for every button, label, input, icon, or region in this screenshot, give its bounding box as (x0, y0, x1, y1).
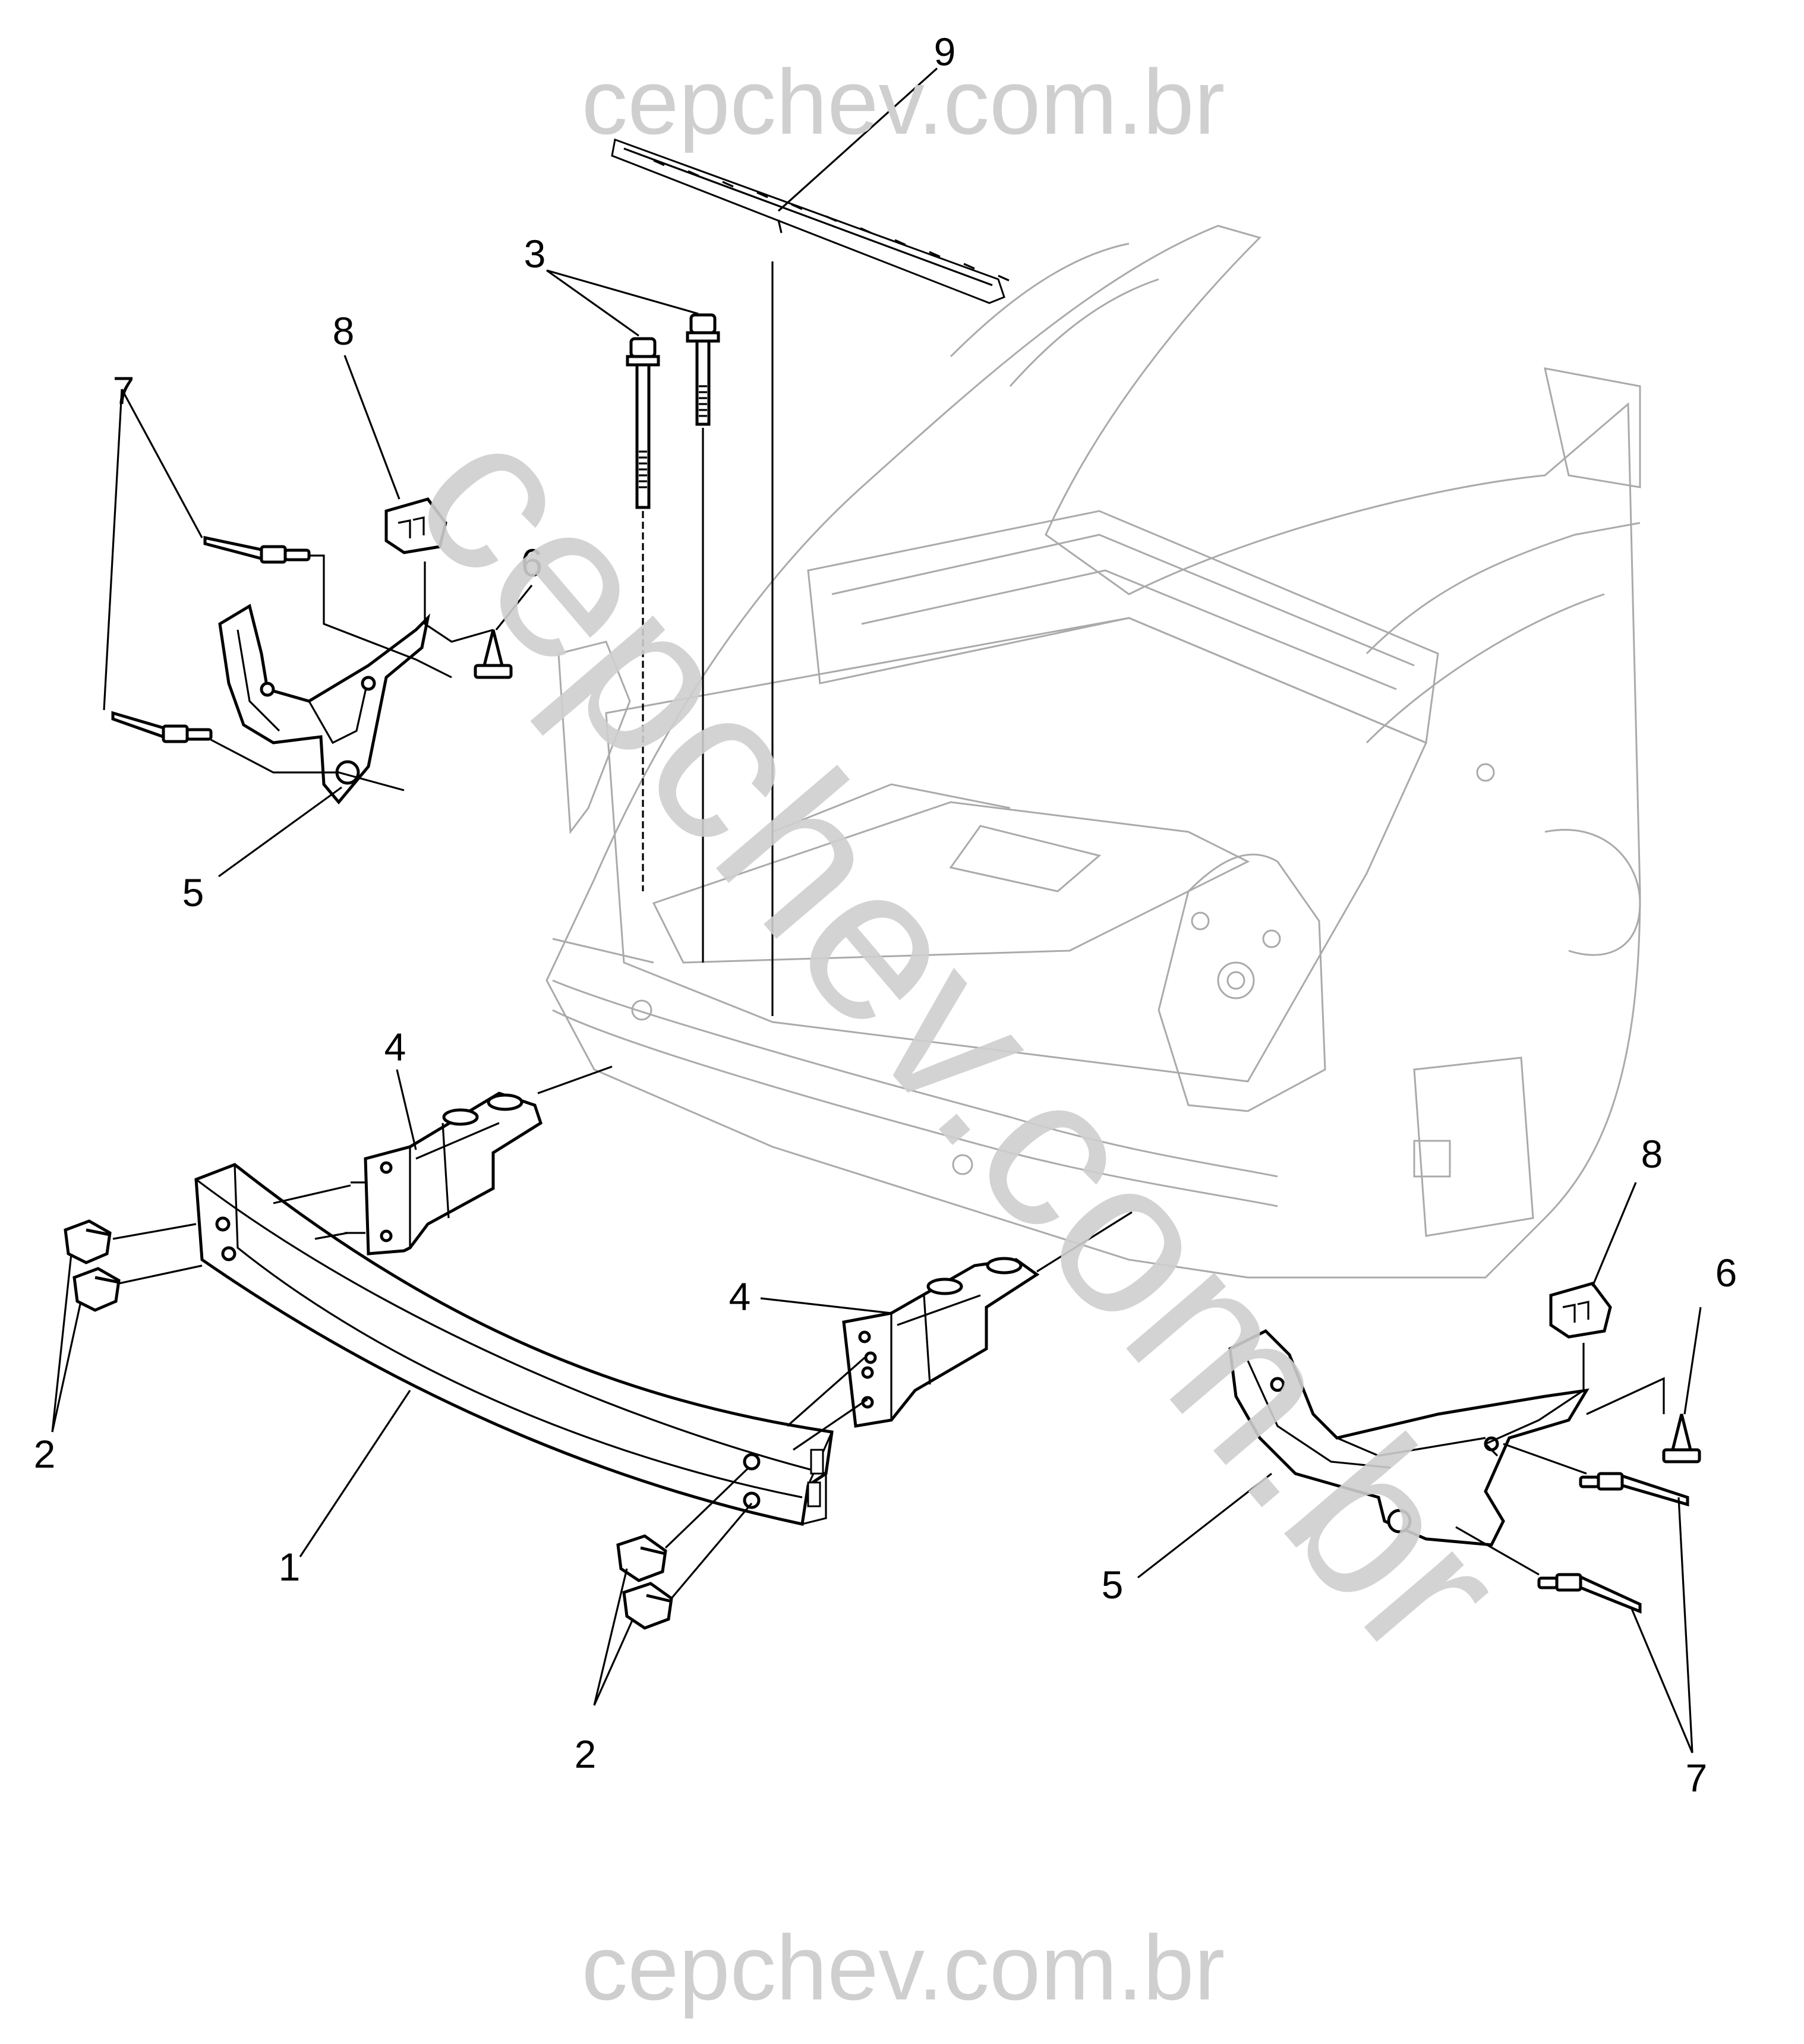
callout-8-right: 8 (1641, 1132, 1663, 1176)
watermark-diagonal: cepchev.com.br (368, 375, 1553, 1703)
right-bracket-assembly (1228, 1282, 1701, 1614)
callout-9: 9 (934, 30, 956, 74)
callout-3: 3 (524, 232, 546, 276)
part-1-bumper-beam (194, 1163, 834, 1526)
callout-6-left: 6 (521, 541, 543, 585)
callout-1: 1 (279, 1545, 301, 1589)
callout-4-left: 4 (384, 1025, 406, 1069)
watermark-top: cepchev.com.br (582, 51, 1225, 153)
callout-5-left: 5 (182, 870, 204, 914)
callout-6-right: 6 (1715, 1251, 1737, 1295)
left-bracket-assembly (111, 497, 513, 805)
leader-lines (51, 67, 1702, 1753)
callout-2-left: 2 (34, 1432, 56, 1476)
callout-2-right: 2 (575, 1732, 597, 1776)
callout-7-right: 7 (1686, 1756, 1708, 1800)
nut-guide-lines (112, 1223, 753, 1600)
part-3-bolts (626, 261, 774, 1016)
car-body-outline (545, 225, 1641, 1279)
watermark-bottom: cepchev.com.br (582, 1916, 1225, 2019)
callout-labels: 9 3 8 7 6 5 4 8 6 4 2 1 5 2 7 (34, 30, 1737, 1800)
watermarks: cepchev.com.br cepchev.com.br cepchev.co… (368, 51, 1553, 2019)
callout-5-right: 5 (1102, 1563, 1124, 1607)
part-9-trim-panel (611, 138, 1010, 304)
part-2-nuts (64, 1219, 673, 1630)
callout-7-left: 7 (113, 368, 135, 412)
part-4-crash-box-left (273, 1065, 613, 1256)
callout-4-right: 4 (729, 1275, 751, 1318)
part-4-crash-box-right (786, 1211, 1133, 1451)
callout-8-left: 8 (333, 309, 355, 353)
